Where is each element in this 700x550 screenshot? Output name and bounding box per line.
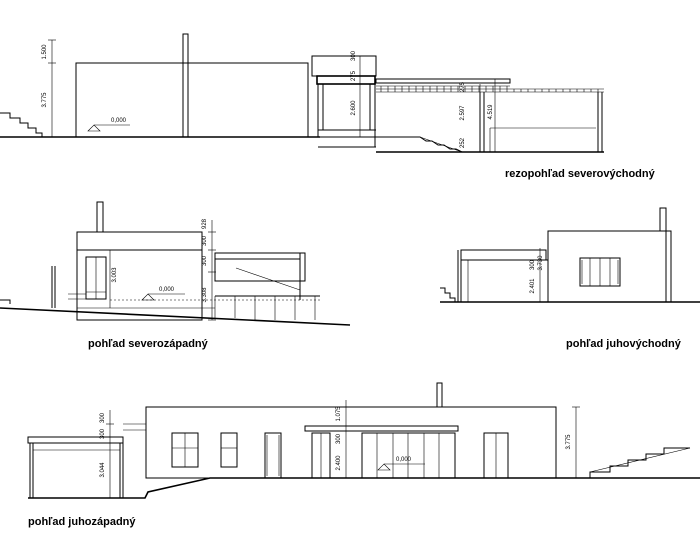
dim-nw-2: 300	[202, 255, 208, 266]
title-northeast: rezopohľad severovýchodný	[505, 168, 656, 180]
dim-nne-5: 2.600	[351, 100, 357, 116]
dim-sw-3: 3.044	[100, 462, 106, 478]
dim-nne-4: 275	[351, 70, 357, 81]
title-southwest: pohľad juhozápadný	[28, 516, 136, 528]
northeast-section-elevation	[0, 33, 604, 153]
dim-sw-6: 2.400	[336, 455, 342, 471]
title-northwest: pohľad severozápadný	[88, 338, 209, 350]
dim-sw-1: 300	[100, 412, 106, 423]
dim-nne-8: 275	[460, 81, 466, 92]
dim-sw-7: 3.775	[566, 434, 572, 450]
elevation-level-nw: 0,000	[159, 287, 175, 293]
dim-nne-6: 2.597	[460, 105, 466, 121]
title-southeast: pohľad juhovýchodný	[566, 338, 682, 350]
dim-nne-2: 3.775	[42, 92, 48, 108]
dim-nne-3: 300	[351, 50, 357, 61]
dim-se-3: 2.401	[530, 278, 536, 294]
elevation-level-nne: 0,000	[111, 118, 127, 124]
dim-nne-7: 4.519	[488, 104, 494, 120]
elevation-level-sw: 0,000	[396, 457, 412, 463]
dim-nw-5: 928	[202, 218, 208, 229]
dim-se-2: 3.730	[538, 255, 544, 271]
dim-nne-9: 252	[460, 137, 466, 148]
dim-se-1: 300	[530, 259, 536, 270]
southwest-elevation	[27, 382, 700, 499]
northwest-elevation	[0, 201, 351, 326]
dim-nne-1: 1.500	[42, 44, 48, 60]
dim-sw-4: 1.075	[336, 406, 342, 422]
dim-sw-2: 300	[100, 428, 106, 439]
dim-sw-5: 300	[336, 433, 342, 444]
southeast-elevation	[440, 207, 700, 303]
dim-nw-4: 3.308	[202, 287, 208, 303]
dim-nw-3: 3.003	[112, 267, 118, 283]
dim-nw-1: 300	[202, 235, 208, 246]
